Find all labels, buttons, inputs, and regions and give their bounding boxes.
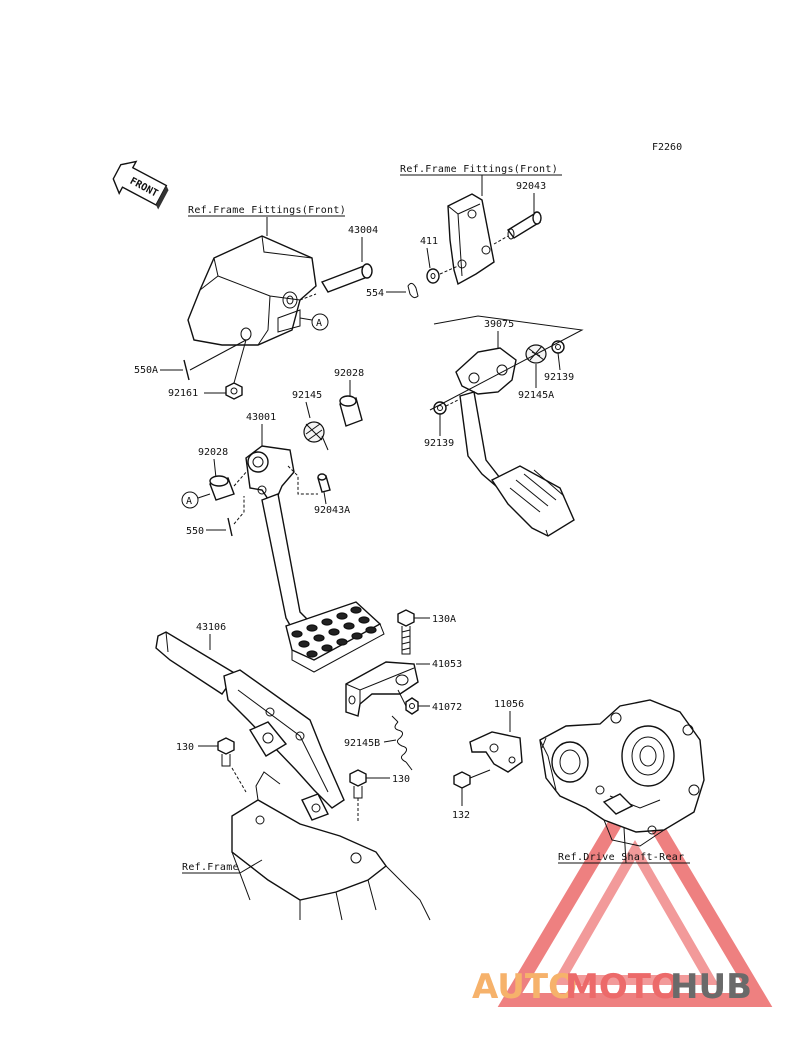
ref-frame-fittings-left: Ref.Frame Fittings(Front) — [188, 205, 346, 216]
label-43106: 43106 — [196, 622, 226, 633]
label-130-b: 130 — [392, 774, 410, 785]
bushing-92028-lower — [209, 475, 235, 501]
label-92139-a: 92139 — [544, 372, 574, 383]
pin-92043 — [506, 211, 542, 240]
label-92028-a: 92028 — [334, 368, 364, 379]
parking-brake-lever — [155, 631, 345, 821]
reference-marker-a-lower: A — [181, 491, 199, 509]
svg-text:A: A — [316, 318, 322, 329]
label-550A: 550A — [134, 365, 158, 376]
brake-pedal-bracket — [187, 235, 317, 346]
label-92139-b: 92139 — [424, 438, 454, 449]
bracket-41053 — [345, 661, 419, 717]
svg-text:MOTO: MOTO — [565, 967, 680, 1007]
label-132: 132 — [452, 810, 470, 821]
watermark-logo-mark — [497, 776, 773, 1007]
label-41053: 41053 — [432, 659, 462, 670]
accelerator-pedal — [455, 347, 575, 537]
label-92145A: 92145A — [518, 390, 554, 401]
ref-frame-fittings-right: Ref.Frame Fittings(Front) — [400, 164, 558, 175]
label-43001: 43001 — [246, 412, 276, 423]
bolt-130-left — [217, 737, 235, 767]
svg-text:HUB: HUB — [670, 967, 752, 1007]
label-92043: 92043 — [516, 181, 546, 192]
reference-marker-a-upper: A — [311, 313, 329, 331]
label-92028-b: 92028 — [198, 447, 228, 458]
label-92161: 92161 — [168, 388, 198, 399]
spring-92145 — [303, 421, 329, 451]
pin-43004 — [320, 263, 373, 293]
label-130-a: 130 — [176, 742, 194, 753]
label-11056: 11056 — [494, 699, 524, 710]
cotter-pin-554 — [407, 282, 419, 299]
front-arrow-icon: FRONT — [112, 160, 169, 210]
svg-text:AUTO: AUTO — [472, 967, 577, 1007]
label-39075: 39075 — [484, 319, 514, 330]
figure-code: F2260 — [652, 142, 682, 153]
drive-shaft-housing — [539, 699, 705, 847]
svg-text:A: A — [186, 496, 192, 507]
label-43004: 43004 — [348, 225, 378, 236]
nut-41072 — [405, 697, 419, 715]
bolt-132 — [453, 769, 491, 789]
bracket-11056 — [469, 731, 523, 773]
bolt-130A — [397, 609, 415, 655]
ref-frame: Ref.Frame — [182, 862, 239, 873]
washer-411 — [426, 268, 440, 284]
accelerator-bracket — [447, 193, 495, 286]
bolt-130-right — [349, 769, 367, 799]
label-554: 554 — [366, 288, 384, 299]
label-92145: 92145 — [292, 390, 322, 401]
ref-drive-shaft-rear: Ref.Drive Shaft-Rear — [558, 852, 684, 863]
label-92145B: 92145B — [344, 738, 380, 749]
bushing-92139-left — [433, 401, 447, 415]
watermark-text: AUTO MOTO HUB — [472, 967, 752, 1007]
label-411: 411 — [420, 236, 438, 247]
frame-section — [231, 771, 431, 921]
nut-92161 — [225, 382, 243, 400]
label-41072: 41072 — [432, 702, 462, 713]
pin-92043A — [317, 473, 331, 493]
brake-pedal-pad-grips — [291, 606, 377, 658]
bushing-92028-upper — [339, 395, 363, 427]
label-92043A: 92043A — [314, 505, 350, 516]
spring-92145B — [391, 715, 413, 771]
label-130A: 130A — [432, 614, 456, 625]
label-550: 550 — [186, 526, 204, 537]
